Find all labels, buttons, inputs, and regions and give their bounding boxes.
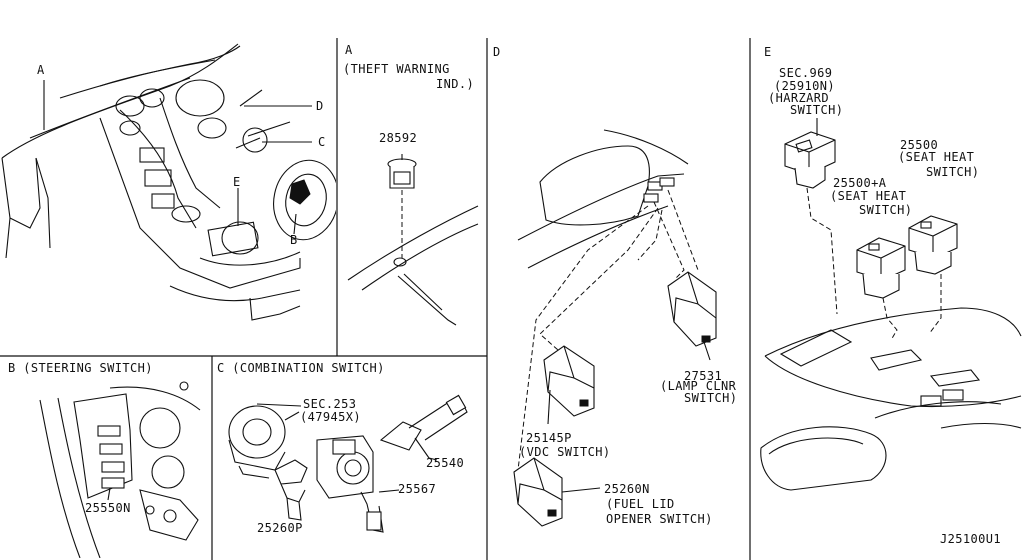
panel-a-caption-line1: (THEFT WARNING: [343, 62, 450, 76]
callout-b: B: [290, 233, 298, 247]
dashboard-overview-drawing: [1, 43, 336, 321]
panel-b-caption: B (STEERING SWITCH): [8, 361, 153, 375]
part-sec253-line2: (47945X): [300, 410, 361, 424]
panel-a-caption-line2: IND.): [436, 77, 475, 91]
part-27531-label: 27531: [684, 369, 723, 383]
panel-e-drawing: [760, 118, 1022, 491]
part-25145p-label: 25145P: [526, 431, 572, 445]
part-25500-desc-line1: (SEAT HEAT: [898, 150, 975, 164]
callout-d: D: [316, 99, 324, 113]
panel-d-letter: D: [493, 45, 501, 59]
diagram-id: J25100U1: [940, 532, 1001, 546]
combination-switch-drawing: [228, 394, 468, 533]
part-25260p-label: 25260P: [257, 521, 303, 535]
part-sec969-line2: (25910N): [774, 79, 835, 93]
part-25567-label: 25567: [398, 482, 437, 496]
part-25145p-desc: (VDC SWITCH): [519, 445, 611, 459]
part-25550n-label: 25550N: [85, 501, 131, 515]
part-28592-label: 28592: [379, 131, 418, 145]
callout-c: C: [318, 135, 326, 149]
part-sec969-line3: (HARZARD: [768, 91, 829, 105]
steering-switch-drawing: [39, 381, 201, 558]
part-25500a-label: 25500+A: [833, 176, 887, 190]
callout-a: A: [37, 63, 45, 77]
part-27531-desc-line1: (LAMP CLNR: [660, 379, 737, 393]
panel-c-caption: C (COMBINATION SWITCH): [217, 361, 385, 375]
panel-d-drawing: [513, 129, 717, 527]
part-25500-label: 25500: [900, 138, 939, 152]
callout-e: E: [233, 175, 241, 189]
part-sec253-line1: SEC.253: [303, 397, 357, 411]
part-25260n-desc-line2: OPENER SWITCH): [606, 512, 713, 526]
part-25500a-desc-line2: SWITCH): [859, 203, 913, 217]
part-25260n-label: 25260N: [604, 482, 650, 496]
part-25500-desc-line2: SWITCH): [926, 165, 980, 179]
panel-e-letter: E: [764, 45, 772, 59]
part-27531-desc-line2: SWITCH): [684, 391, 738, 405]
theft-warning-indicator-drawing: [347, 154, 479, 326]
panel-a-letter: A: [345, 43, 353, 57]
part-sec969-line1: SEC.969: [779, 66, 833, 80]
part-25500a-desc-line1: (SEAT HEAT: [830, 189, 907, 203]
part-25260n-desc-line1: (FUEL LID: [606, 497, 675, 511]
part-sec969-line4: SWITCH): [790, 103, 844, 117]
